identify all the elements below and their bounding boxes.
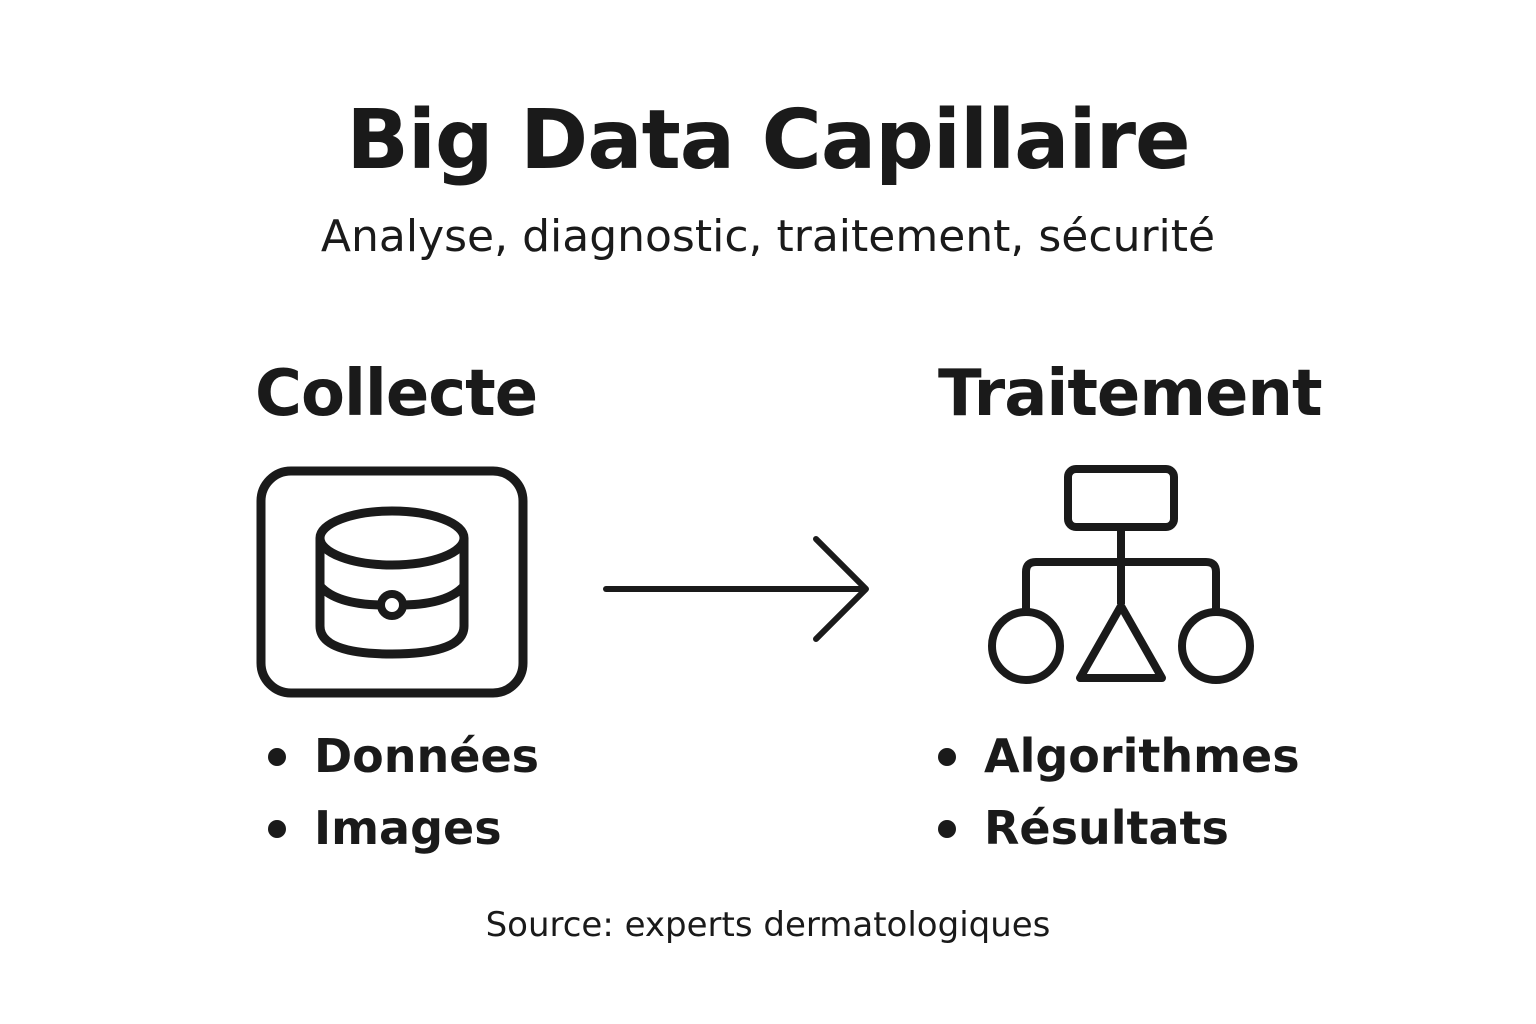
list-item: Données [268,730,539,802]
process-list: Algorithmes Résultats [938,730,1300,874]
collect-list: Données Images [268,730,539,874]
list-item: Résultats [938,802,1300,874]
list-item: Images [268,802,539,874]
hierarchy-tree-icon [986,464,1258,686]
collect-title: Collecte [255,357,538,431]
page-title: Big Data Capillaire [346,93,1190,188]
bullet-icon [938,748,956,766]
arrow-right-icon [602,534,874,644]
process-title: Traitement [938,357,1323,431]
bullet-icon [938,820,956,838]
database-icon [256,466,528,698]
list-item: Algorithmes [938,730,1300,802]
page-subtitle: Analyse, diagnostic, traitement, sécurit… [320,211,1216,262]
bullet-icon [268,820,286,838]
bullet-icon [268,748,286,766]
source-caption: Source: experts dermatologiques [485,905,1051,945]
